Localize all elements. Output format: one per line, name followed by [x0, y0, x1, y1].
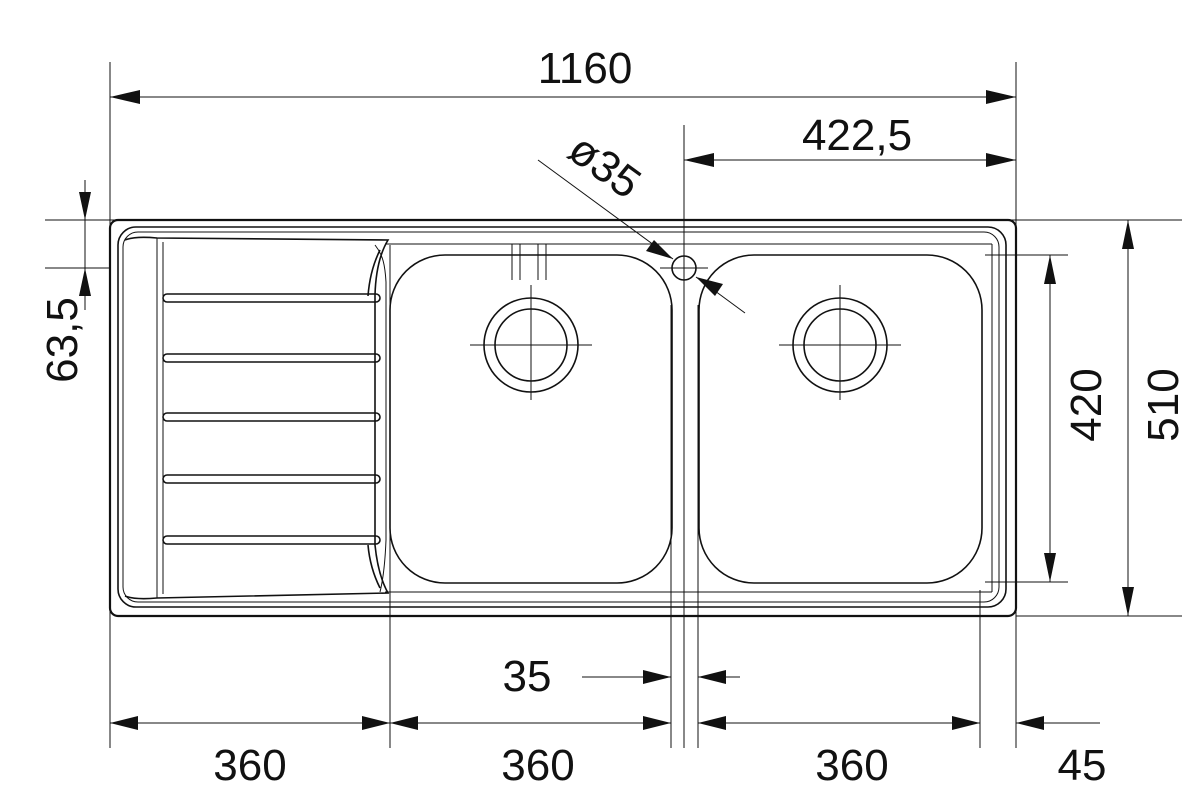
drainer-width-label: 360 [213, 741, 286, 790]
sink-outline [108, 218, 1018, 618]
bowl-height-label: 420 [1062, 368, 1111, 441]
tap-hole-label: ø35 [559, 124, 649, 208]
bowl-right [698, 254, 983, 584]
right-margin-label: 45 [1058, 741, 1107, 790]
dimension-right-offset: 422,5 [684, 111, 1016, 167]
drainer-grooves [162, 293, 381, 545]
drain-left-icon [470, 285, 592, 400]
dimension-overall-depth: 510 [1122, 220, 1182, 616]
dimension-overall-width: 1160 [110, 44, 1016, 104]
divider-gap-label: 35 [503, 652, 552, 701]
dimension-top-margin: 63,5 [38, 180, 91, 383]
overall-width-label: 1160 [538, 44, 633, 93]
tap-hole-icon [660, 255, 708, 281]
dimension-divider-gap: 35 [503, 652, 740, 701]
overall-depth-label: 510 [1139, 368, 1182, 441]
bowl1-width-label: 360 [501, 741, 574, 790]
dimension-bowl-height: 420 [1044, 255, 1111, 582]
bowl2-width-label: 360 [815, 741, 888, 790]
bowl-left [389, 244, 673, 584]
top-margin-label: 63,5 [38, 297, 87, 383]
dimension-bottom-row: 360 360 360 45 [110, 716, 1106, 790]
drain-right-icon [779, 285, 901, 400]
right-offset-label: 422,5 [802, 111, 912, 160]
dimension-tap-hole: ø35 [537, 124, 746, 314]
drainer-board [124, 236, 390, 600]
